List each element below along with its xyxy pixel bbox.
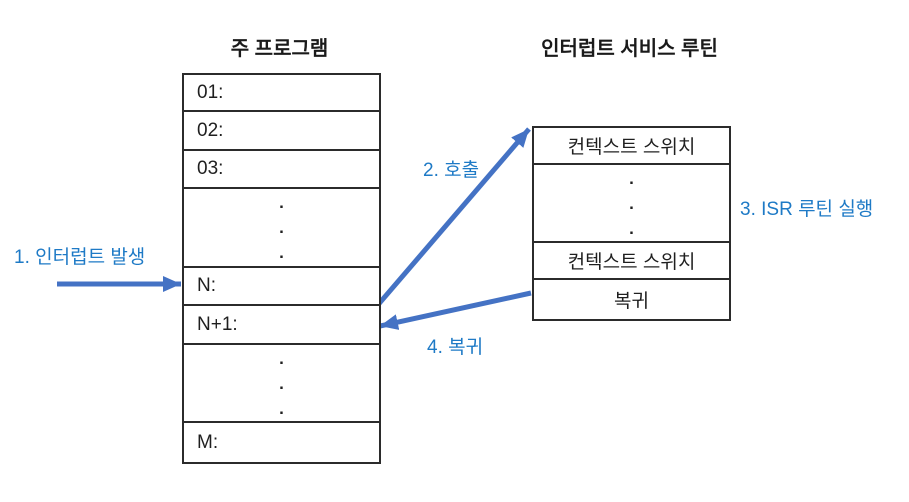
label-step2-call: 2. 호출 [423,160,480,181]
main-row-01: 01: [184,75,379,112]
main-row-ellipsis-top: . . . [184,189,379,268]
label-step3-isr-run: 3. ISR 루틴 실행 [740,199,874,220]
main-program-title: 주 프로그램 [230,38,329,60]
main-row-03: 03: [184,151,379,189]
isr-title: 인터럽트 서비스 루틴 [541,38,718,60]
arrow-return [379,290,532,330]
label-step4-return: 4. 복귀 [427,337,484,358]
main-row-n: N: [184,268,379,306]
main-row-ellipsis-bottom: . . . [184,345,379,423]
isr-row-context-switch-bottom: 컨텍스트 스위치 [534,243,729,280]
arrow-call-isr [375,127,531,308]
isr-table: 컨텍스트 스위치 . . . 컨텍스트 스위치 복귀 [532,126,731,321]
main-row-m: M: [197,431,219,453]
isr-row-ellipsis: . . . [534,165,729,243]
label-step1-interrupt-occurs: 1. 인터럽트 발생 [14,247,146,268]
main-row-02: 02: [184,112,379,151]
isr-row-context-switch-top: 컨텍스트 스위치 [534,128,729,165]
main-row-n-plus-1: N+1: [184,306,379,345]
isr-row-return: 복귀 [614,291,649,312]
main-program-table: 01: 02: 03: . . . N: N+1: . . . M: [182,73,381,464]
